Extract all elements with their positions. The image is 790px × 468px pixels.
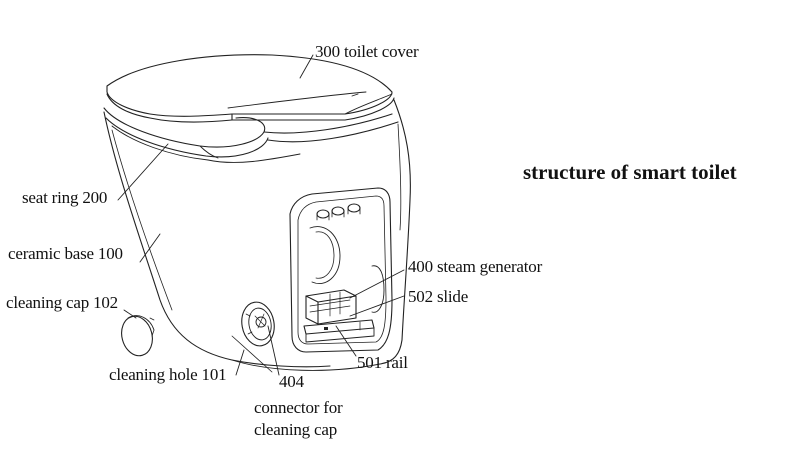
leader-lines <box>117 54 405 376</box>
label-connector-number: 404 <box>279 372 304 391</box>
label-steam-generator: 400 steam generator <box>408 257 543 276</box>
cleaning-cap <box>121 315 155 357</box>
label-slide: 502 slide <box>408 287 469 306</box>
label-connector-line2: cleaning cap <box>254 420 338 439</box>
label-connector-line1: connector for <box>254 398 343 417</box>
label-cleaning-hole: cleaning hole 101 <box>109 365 227 384</box>
seat-ring <box>103 107 399 163</box>
cleaning-hole <box>241 301 275 347</box>
toilet-cover <box>106 54 395 123</box>
label-rail: 501 rail <box>357 353 408 372</box>
diagram-title: structure of smart toilet <box>523 160 737 184</box>
ceramic-base <box>103 99 411 371</box>
label-seat-ring: seat ring 200 <box>22 188 108 207</box>
cutaway-window <box>289 187 393 353</box>
label-toilet-cover: 300 toilet cover <box>315 42 419 61</box>
label-ceramic-base: ceramic base 100 <box>8 244 123 263</box>
label-cleaning-cap: cleaning cap 102 <box>6 293 118 312</box>
